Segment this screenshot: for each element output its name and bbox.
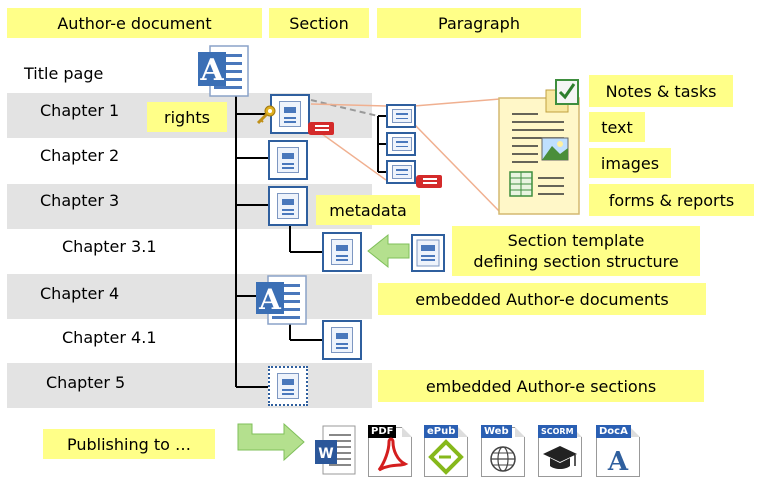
chapter-4-label: Chapter 4 <box>40 284 120 303</box>
paragraph-tag-icon <box>416 175 442 188</box>
paragraph-content-icon <box>498 78 580 215</box>
chapter-band-3 <box>7 184 372 229</box>
embedded-document-icon: A <box>254 272 310 326</box>
images-label: images <box>589 148 671 178</box>
pdf-format-icon: PDF <box>368 425 412 477</box>
word-format-label: W <box>318 446 333 462</box>
section-chapter-1-icon <box>270 94 310 134</box>
notes-tasks-label: Notes & tasks <box>589 75 733 107</box>
forms-reports-label: forms & reports <box>589 184 754 216</box>
paragraph-3-icon <box>386 160 416 184</box>
title-page-label: Title page <box>24 64 104 83</box>
embedded-documents-label: embedded Author-e documents <box>378 283 706 315</box>
embedded-sections-label: embedded Author-e sections <box>378 370 704 402</box>
text-label: text <box>589 112 645 142</box>
section-chapter-2-icon <box>268 140 308 180</box>
web-format-label: Web <box>481 425 512 438</box>
svg-text:A: A <box>199 53 224 88</box>
publishing-label: Publishing to … <box>43 429 215 459</box>
scorm-format-icon: SCORM <box>538 425 582 477</box>
doca-format-icon: DocA A <box>596 425 640 477</box>
chapter-1-label: Chapter 1 <box>40 101 120 120</box>
metadata-tag-icon <box>308 122 334 135</box>
key-icon <box>256 105 276 125</box>
web-format-icon: Web <box>481 425 525 477</box>
rights-label: rights <box>147 102 227 132</box>
scorm-format-label: SCORM <box>538 425 577 438</box>
epub-format-label: ePub <box>424 425 459 438</box>
chapter-2-label: Chapter 2 <box>40 146 120 165</box>
metadata-label: metadata <box>316 195 420 225</box>
header-paragraph: Paragraph <box>377 8 581 38</box>
word-format-icon: W <box>313 424 357 476</box>
pdf-format-label: PDF <box>368 425 397 438</box>
chapter-5-label: Chapter 5 <box>46 373 126 392</box>
chapter-band-4 <box>7 274 372 319</box>
section-template-line-1: Section template <box>507 231 645 250</box>
paragraph-1-icon <box>386 104 416 128</box>
svg-text:A: A <box>607 447 629 476</box>
header-document: Author-e document <box>7 8 262 38</box>
section-template-icon <box>411 234 445 272</box>
author-e-document-icon: A <box>196 40 252 98</box>
section-template-label: Section template defining section struct… <box>452 226 700 276</box>
section-chapter-3-1-icon <box>322 232 362 272</box>
epub-format-icon: ePub <box>424 425 468 477</box>
chapter-3-label: Chapter 3 <box>40 191 120 210</box>
chapter-4-1-label: Chapter 4.1 <box>62 328 157 347</box>
paragraph-2-icon <box>386 132 416 156</box>
chapter-3-1-label: Chapter 3.1 <box>62 237 157 256</box>
section-template-line-2: defining section structure <box>473 252 679 271</box>
section-chapter-3-icon <box>268 186 308 226</box>
header-section: Section <box>269 8 369 38</box>
doca-format-label: DocA <box>596 425 631 438</box>
svg-text:A: A <box>258 283 282 316</box>
chapter-band-5 <box>7 363 372 408</box>
section-chapter-4-1-icon <box>322 320 362 360</box>
embedded-section-chapter-5-icon <box>268 366 308 406</box>
